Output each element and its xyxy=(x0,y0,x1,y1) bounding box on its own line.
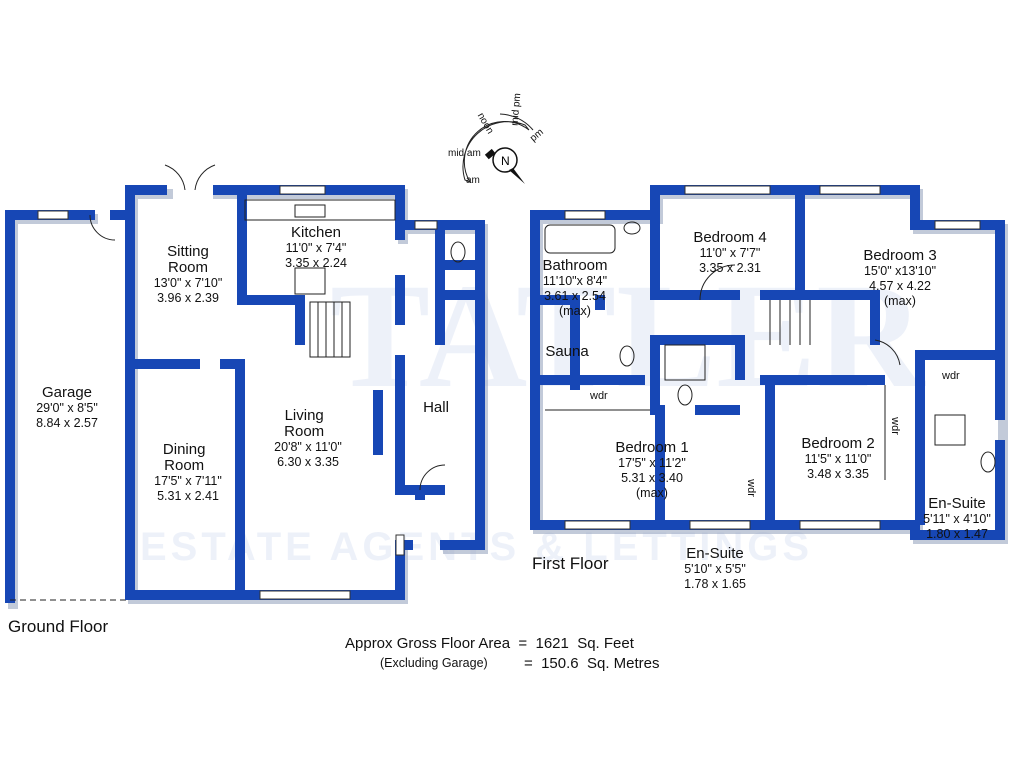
ground-floor-title: Ground Floor xyxy=(8,617,109,636)
room-hall: Hall xyxy=(423,399,449,416)
compass-icon: N xyxy=(462,113,534,184)
gross-area: Approx Gross Floor Area = 1621 Sq. Feet xyxy=(345,635,634,652)
watermark-brand: TATLER xyxy=(330,253,925,419)
area-metric: = 150.6 Sq. Metres xyxy=(524,655,660,672)
wardrobe-label: wdr xyxy=(590,390,608,402)
wardrobe-label: wdr xyxy=(888,417,901,435)
wardrobe-label: wdr xyxy=(942,370,960,382)
first-floor-title: First Floor xyxy=(532,554,609,573)
wardrobe-label: wdr xyxy=(744,479,757,497)
first-floor-walls xyxy=(530,185,1005,540)
room-sauna: Sauna xyxy=(545,343,589,360)
compass-north: N xyxy=(501,154,510,168)
area-note: (Excluding Garage) xyxy=(380,656,488,670)
windows xyxy=(37,185,981,600)
compass-label: am xyxy=(466,175,480,186)
fixtures xyxy=(89,164,996,491)
compass-label: mid am xyxy=(448,148,481,159)
